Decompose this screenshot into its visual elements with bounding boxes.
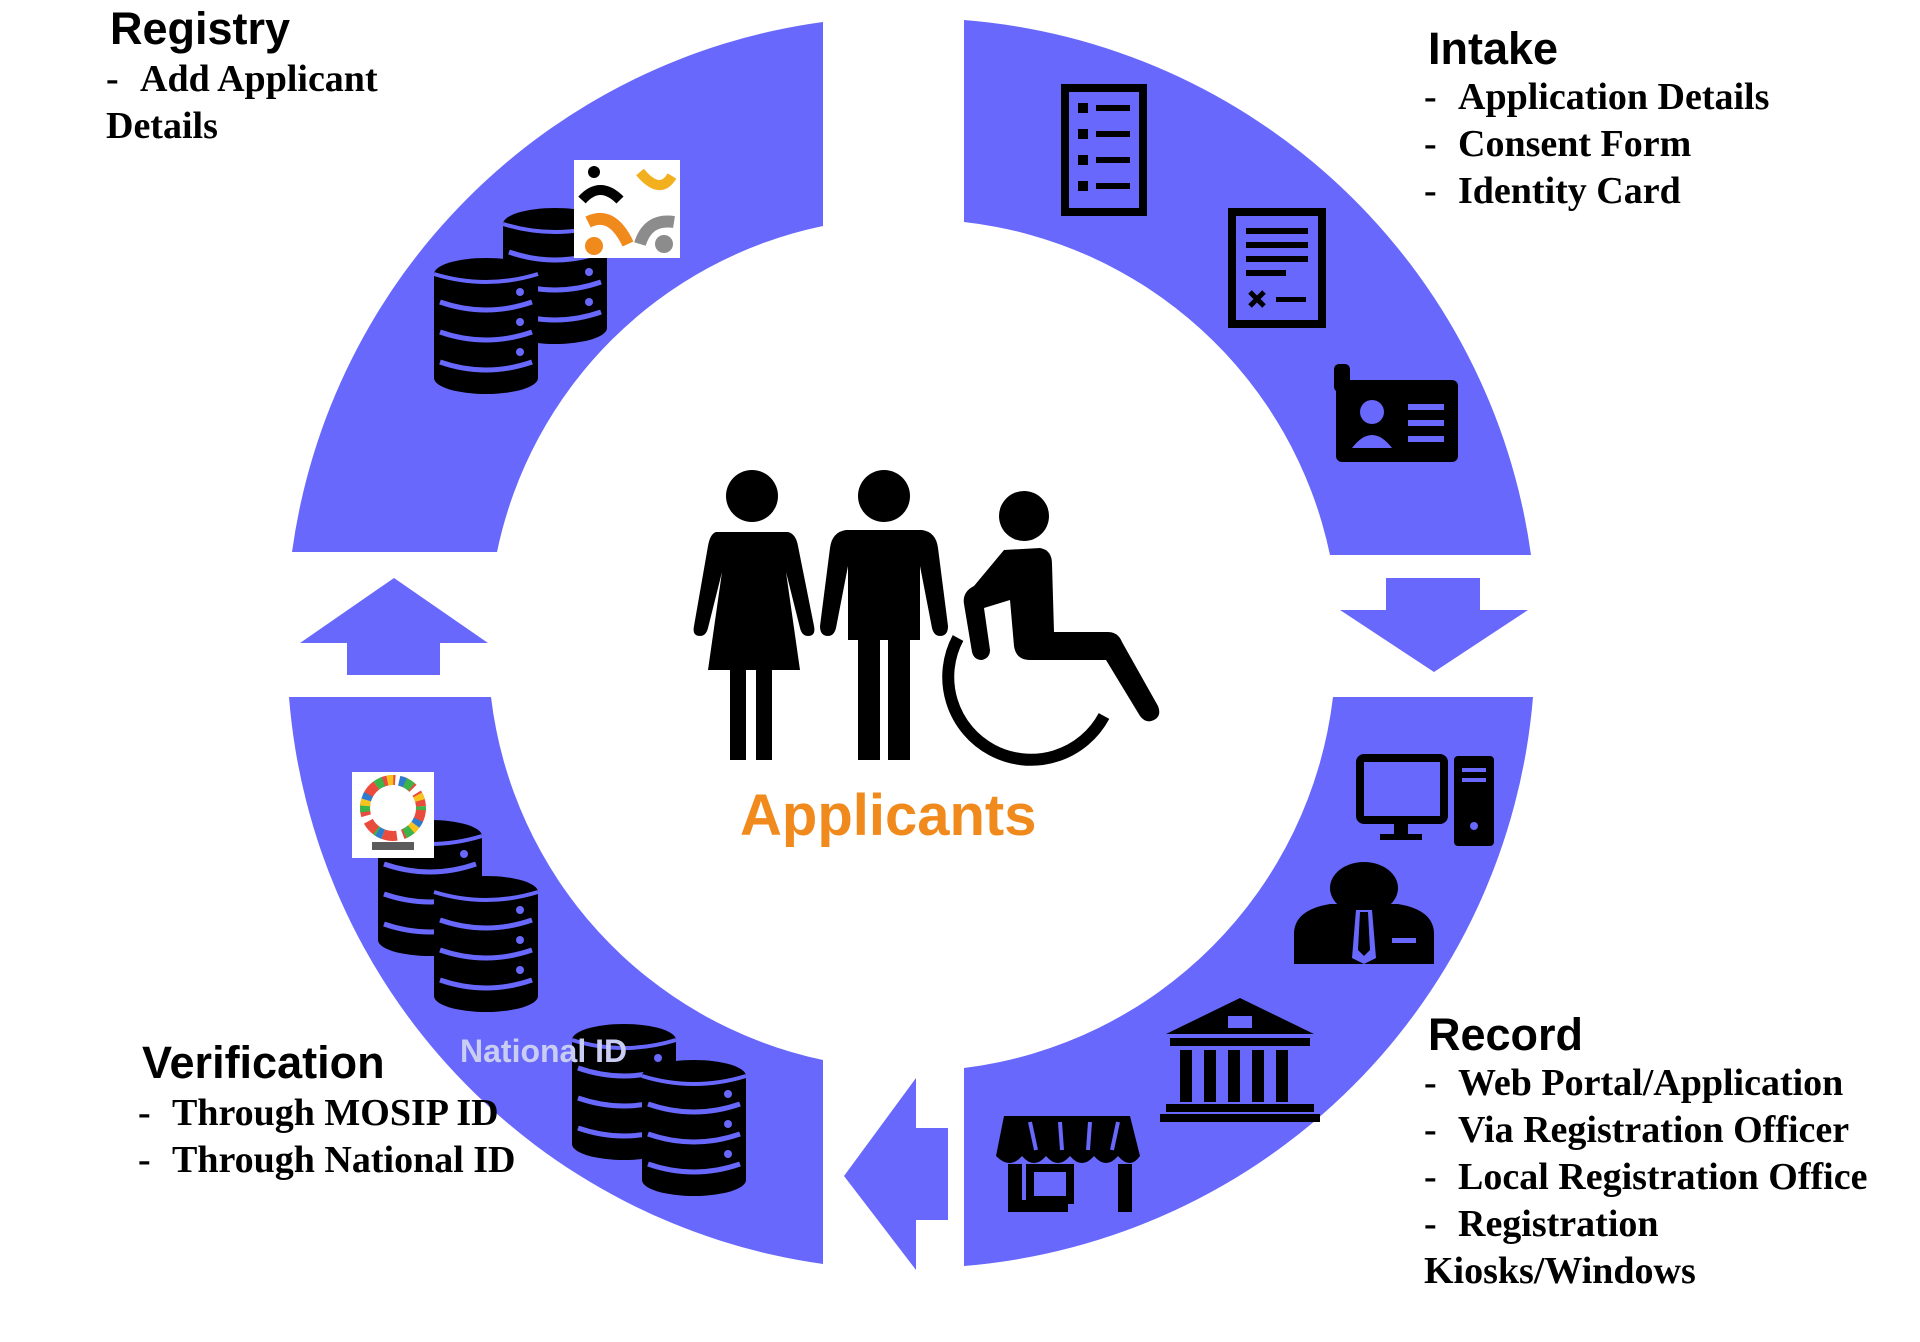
arrow-intake-to-record bbox=[1340, 578, 1528, 672]
database-icon bbox=[434, 876, 538, 1012]
record-item-list: -Web Portal/Application -Via Registratio… bbox=[1424, 1060, 1904, 1295]
mosip-logo-icon bbox=[352, 772, 434, 858]
arrow-verification-to-registry bbox=[300, 578, 488, 675]
national-id-label: National ID bbox=[460, 1033, 628, 1069]
list-item: -Application Details bbox=[1424, 76, 1770, 118]
form-icon bbox=[1228, 208, 1326, 328]
woman-icon bbox=[693, 470, 815, 760]
list-item: -Through National ID bbox=[138, 1139, 516, 1181]
center-label: Applicants bbox=[740, 783, 1037, 848]
list-item: -Through MOSIP ID bbox=[138, 1092, 499, 1134]
officer-icon bbox=[1294, 862, 1434, 964]
list-item: -Local Registration Office bbox=[1424, 1156, 1868, 1198]
registry-title: Registry bbox=[110, 3, 291, 54]
kiosk-icon bbox=[996, 1116, 1140, 1212]
list-item: -Registration Kiosks/Windows bbox=[1424, 1203, 1696, 1292]
man-icon bbox=[820, 470, 948, 760]
registry-item-list: -Add Applicant Details bbox=[106, 56, 426, 150]
intake-item-list: -Application Details -Consent Form -Iden… bbox=[1424, 74, 1769, 215]
list-item: -Add Applicant Details bbox=[106, 58, 378, 147]
id-card-icon bbox=[1334, 364, 1458, 462]
verification-item-list: -Through MOSIP ID -Through National ID bbox=[138, 1090, 516, 1184]
list-item: -Web Portal/Application bbox=[1424, 1062, 1844, 1104]
list-item: -Via Registration Officer bbox=[1424, 1109, 1850, 1151]
arrow-record-to-verification bbox=[844, 1078, 948, 1270]
database-icon bbox=[642, 1060, 746, 1196]
checklist-icon bbox=[1061, 84, 1147, 216]
list-item: -Consent Form bbox=[1424, 123, 1692, 165]
intake-title: Intake bbox=[1428, 23, 1559, 74]
record-title: Record bbox=[1428, 1009, 1584, 1060]
database-icon bbox=[434, 258, 538, 394]
wheelchair-user-icon bbox=[942, 491, 1160, 766]
computer-icon bbox=[1356, 754, 1494, 846]
registry-logo-icon bbox=[574, 160, 680, 258]
list-item: -Identity Card bbox=[1424, 170, 1681, 212]
verification-title: Verification bbox=[142, 1037, 385, 1088]
office-building-icon bbox=[1160, 998, 1320, 1122]
